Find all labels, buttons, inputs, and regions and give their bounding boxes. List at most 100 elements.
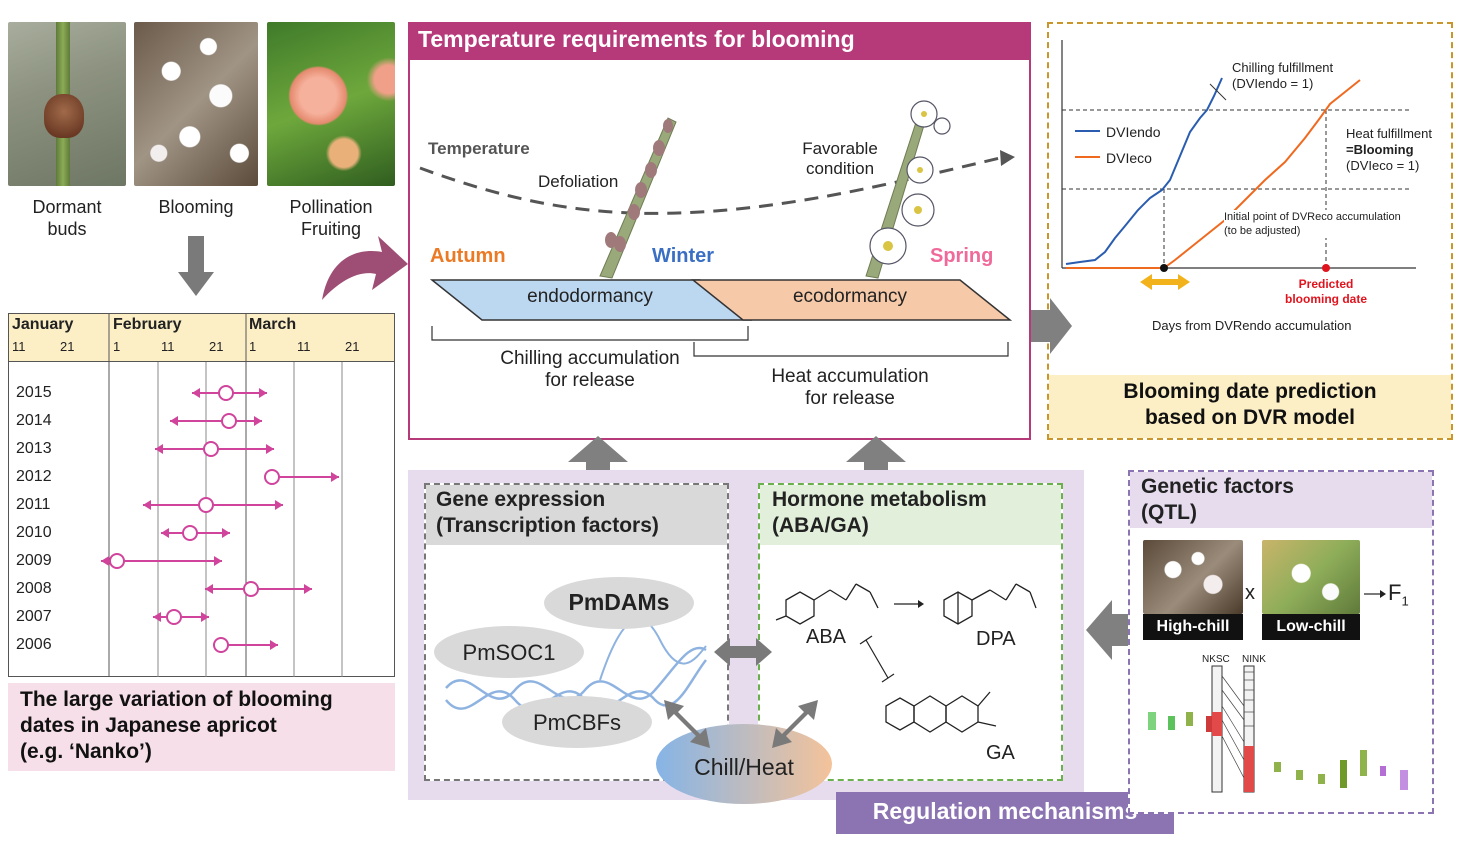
bloom-range-arrowhead-icon <box>101 556 109 566</box>
right-arrow-icon <box>1031 298 1072 354</box>
photo-label-line: Dormant <box>32 197 102 217</box>
dvr-xaxis-label: Days from DVRendo accumulation <box>1152 318 1352 333</box>
bloom-range-arrowhead-icon <box>170 416 178 426</box>
pmsoc1-bubble <box>434 626 584 678</box>
dvi-endo-line <box>1065 77 1223 265</box>
year-label: 2012 <box>16 468 52 485</box>
bloom-range-arrowhead-icon <box>153 612 161 622</box>
ecodormancy-label: ecodormancy <box>792 286 908 307</box>
bloom-date-marker <box>243 581 259 597</box>
year-label: 2007 <box>16 608 52 625</box>
genetic-title: Genetic factors (QTL) <box>1141 474 1294 526</box>
temperature-arrowhead-icon <box>1000 150 1015 166</box>
calendar-grid <box>101 314 343 677</box>
bloom-range-arrowhead-icon <box>214 556 222 566</box>
heat-line: Heat accumulation <box>771 366 929 387</box>
year-label: 2010 <box>16 524 52 541</box>
aba-label: ABA <box>806 626 847 648</box>
year-label: 2014 <box>16 412 52 429</box>
photo-label-line: Pollination <box>289 197 373 217</box>
photo-label-dormant: Dormant buds <box>8 196 126 240</box>
dvr-caption-box <box>1049 375 1451 438</box>
month-label: February <box>113 316 182 333</box>
bloom-date-marker <box>198 497 214 513</box>
dormant-buds-photo <box>8 22 126 186</box>
temperature-title-bar <box>408 22 1031 60</box>
chilling-accumulation-label: Chilling accumulation for release <box>480 348 700 392</box>
bloom-date-marker <box>182 525 198 541</box>
double-arrow-icon <box>772 700 818 748</box>
inhibition-icon <box>859 635 895 683</box>
defoliation-label: Defoliation <box>538 172 619 191</box>
left-arrow-icon <box>1086 600 1128 660</box>
aba-structure-icon <box>775 583 879 625</box>
bloom-range-arrowhead-icon <box>259 388 267 398</box>
heat-line: for release <box>805 388 895 409</box>
bloom-range-arrowhead-icon <box>331 472 339 482</box>
caption-line: The large variation of blooming <box>20 688 333 711</box>
bloom-date-marker <box>213 637 229 653</box>
heat-bracket <box>693 342 1009 357</box>
calendar-caption: The large variation of blooming dates in… <box>8 683 395 771</box>
calendar-header <box>9 314 394 362</box>
hormone-title-line: Hormone metabolism <box>772 488 987 511</box>
heat-fulfillment-label: Heat fulfillment =Blooming (DVIeco = 1) <box>1346 126 1432 174</box>
bloom-date-ranges <box>101 385 339 653</box>
dna-strand <box>445 646 707 700</box>
chill-fulfillment-label: Chilling fulfillment (DVIendo = 1) <box>1232 60 1333 92</box>
double-arrow-icon <box>664 700 710 748</box>
year-label: 2015 <box>16 384 52 401</box>
gene-title-line: (Transcription factors) <box>436 514 659 537</box>
favorable-line: Favorable <box>802 139 878 158</box>
up-arrow-icon <box>568 436 628 480</box>
ga-structure-icon <box>885 691 997 733</box>
caption-line: dates in Japanese apricot <box>20 714 277 737</box>
double-arrow-icon <box>714 638 772 666</box>
legend-endo: DVIendo <box>1106 124 1161 140</box>
cross-symbol: x <box>1245 582 1255 604</box>
high-chill-photo <box>1143 540 1243 614</box>
temperature-label: Temperature <box>428 139 530 158</box>
dvr-caption: Blooming date prediction based on DVR mo… <box>1049 379 1451 431</box>
bloom-date-marker <box>264 469 280 485</box>
hormone-title-bar <box>760 485 1061 545</box>
bloom-range-arrowhead-icon <box>201 612 209 622</box>
curved-arrow-icon <box>322 236 408 300</box>
bloom-range-arrowhead-icon <box>266 444 274 454</box>
initial-point-line: Initial point of DVReco accumulation <box>1224 211 1401 223</box>
day-tick: 21 <box>60 339 75 354</box>
month-label: March <box>249 316 297 333</box>
bloom-range-arrowhead-icon <box>155 444 163 454</box>
f1-subscript: 1 <box>1401 593 1409 609</box>
predicted-line: Predicted <box>1298 277 1354 291</box>
bloom-range-arrowhead-icon <box>222 528 230 538</box>
day-tick: 21 <box>209 339 224 354</box>
photo-label-fruiting: Pollination Fruiting <box>267 196 395 240</box>
bloom-date-marker <box>221 413 237 429</box>
bloom-range-arrowhead-icon <box>192 388 200 398</box>
initial-point-line: (to be adjusted) <box>1224 225 1301 237</box>
heat-fulfillment-line: Heat fulfillment <box>1346 126 1432 141</box>
predicted-line: blooming date <box>1285 292 1367 306</box>
bloom-range-arrowhead-icon <box>275 500 283 510</box>
dvr-caption-line: based on DVR model <box>1144 406 1356 429</box>
year-label: 2009 <box>16 552 52 569</box>
nksc-label: NKSC <box>1202 654 1230 665</box>
endodormancy-label: endodormancy <box>527 286 653 307</box>
bloom-date-marker <box>203 441 219 457</box>
bloom-range-arrowhead-icon <box>254 416 262 426</box>
chilling-line: Chilling accumulation <box>500 348 680 369</box>
gene-title-line: Gene expression <box>436 488 606 511</box>
hormone-title: Hormone metabolism (ABA/GA) <box>772 487 987 539</box>
pmcbfs-bubble <box>502 696 652 748</box>
chill-fulfillment-line: (DVIendo = 1) <box>1232 76 1314 91</box>
pmsoc1-label: PmSOC1 <box>462 640 556 665</box>
hormone-title-line: (ABA/GA) <box>772 514 869 537</box>
bloom-range-arrowhead-icon <box>270 640 278 650</box>
season-autumn: Autumn <box>430 245 506 267</box>
